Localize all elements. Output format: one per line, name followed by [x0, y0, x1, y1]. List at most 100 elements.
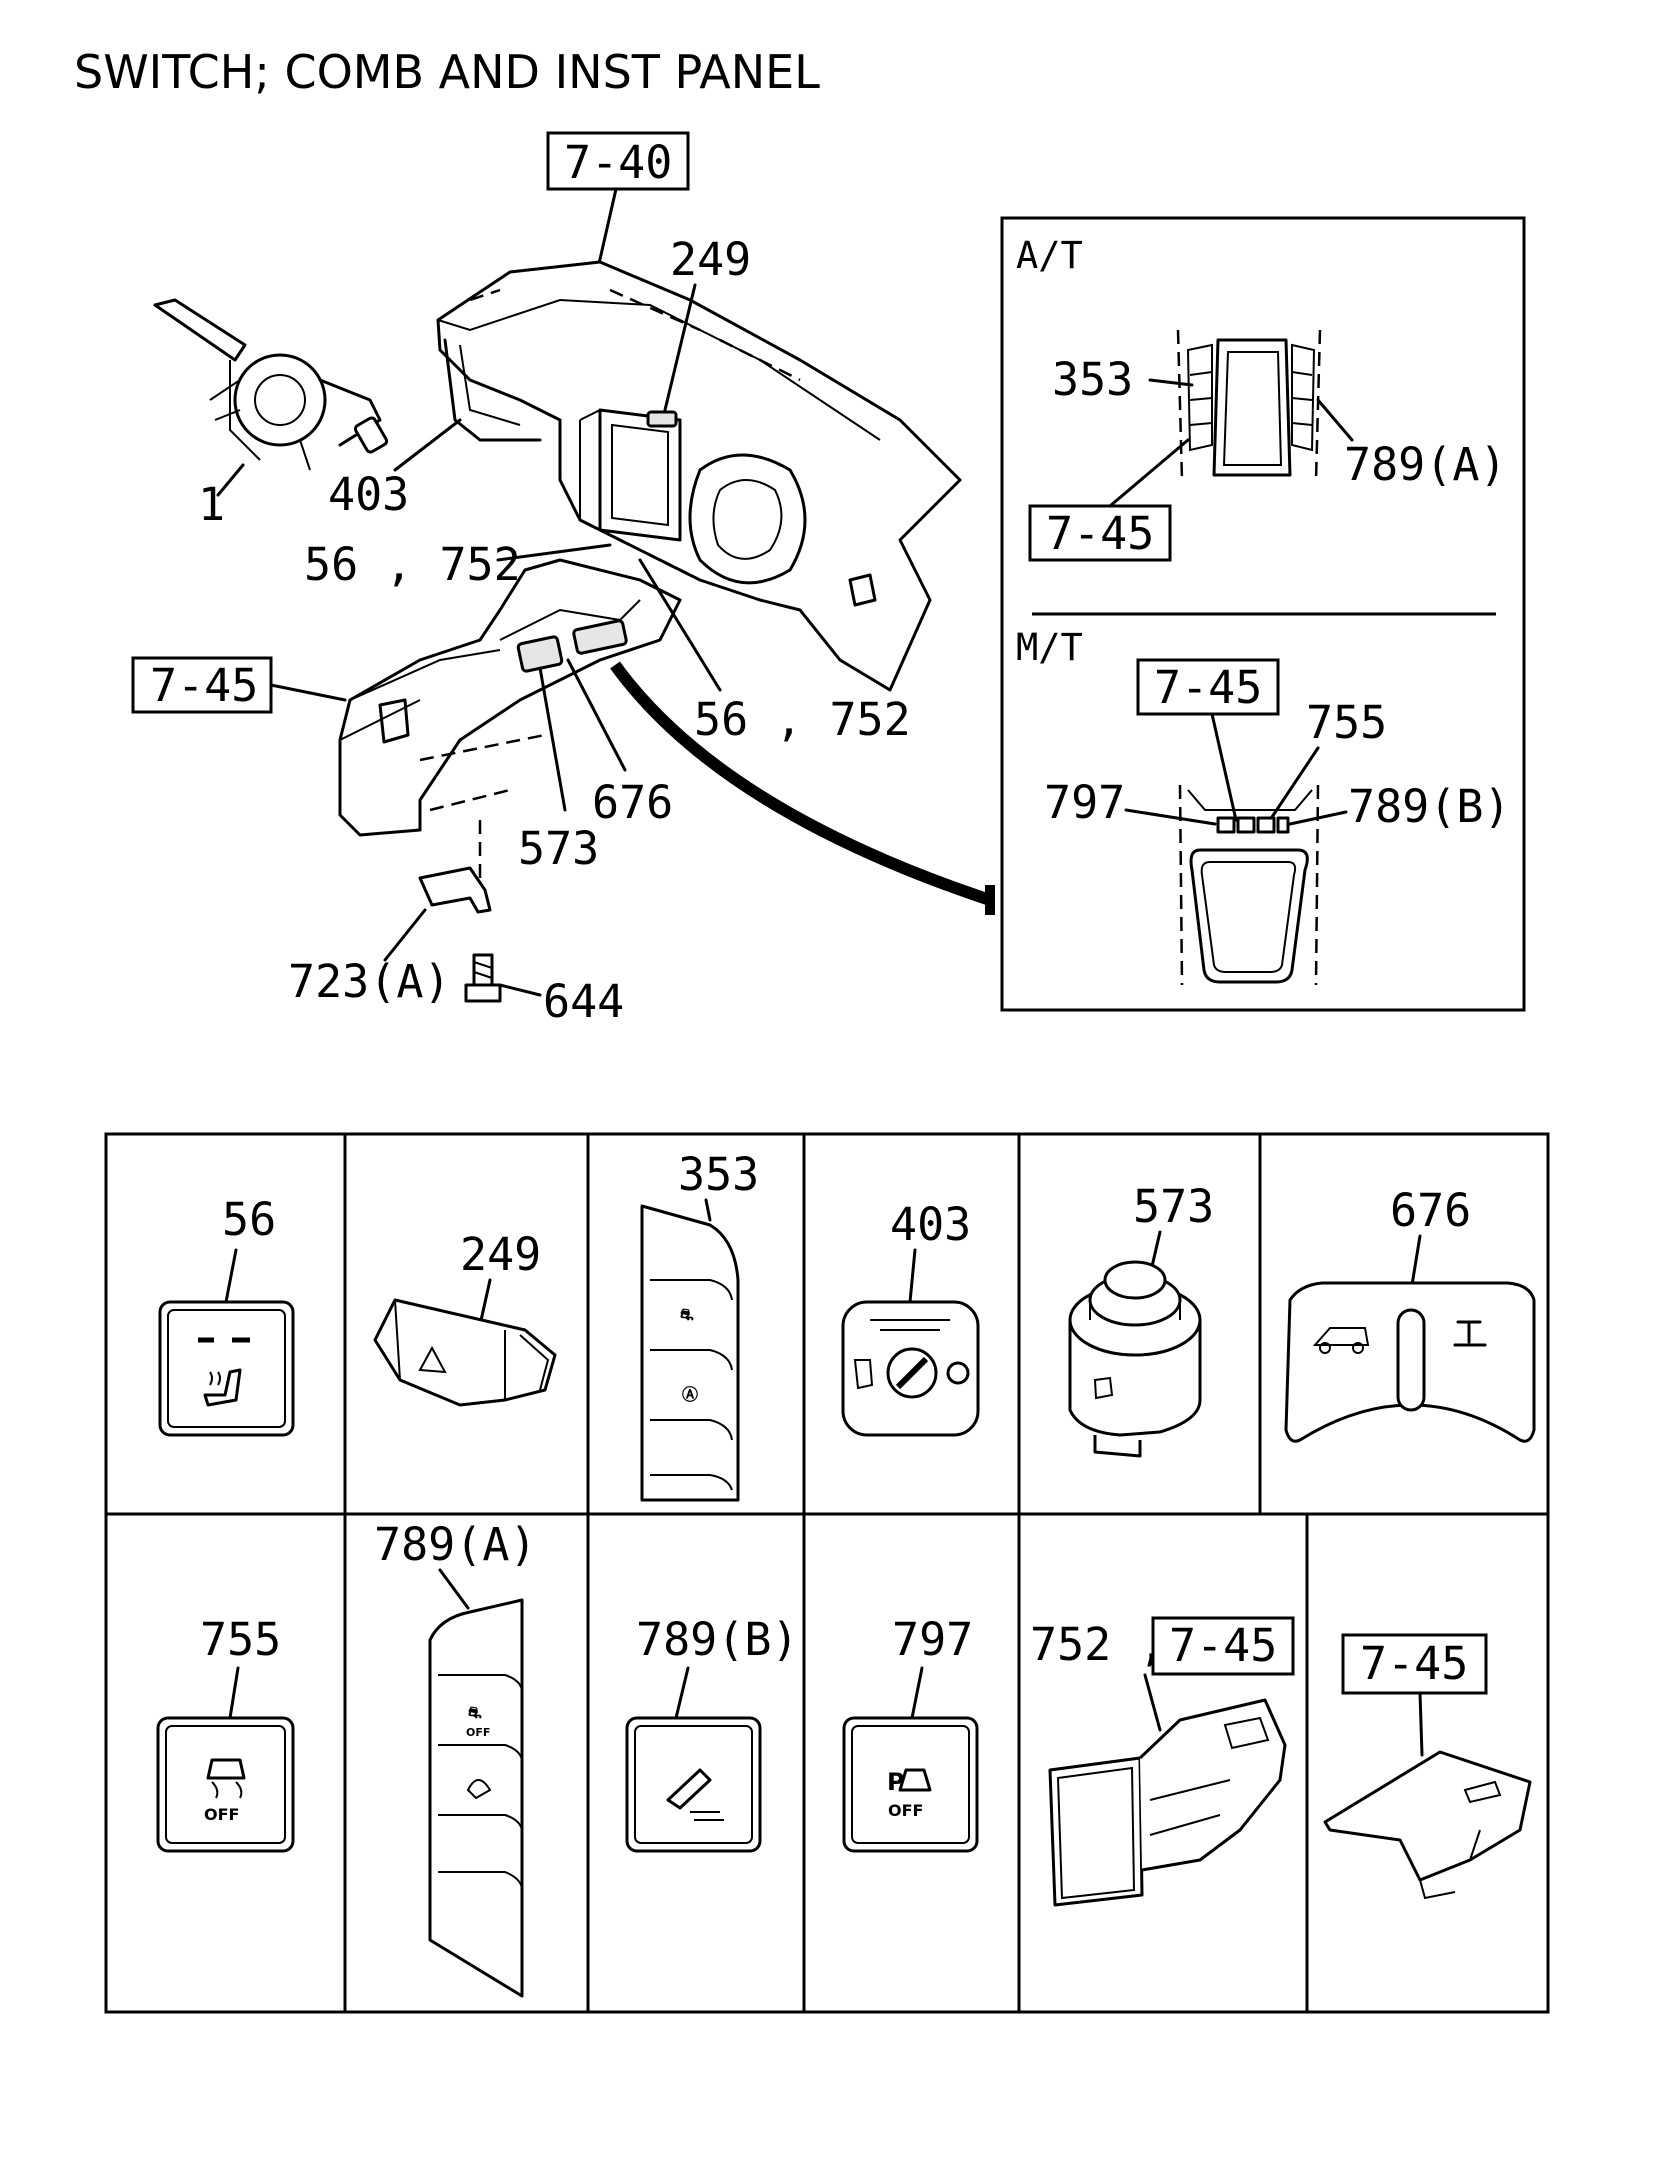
cell-label-403: 403 [890, 1198, 971, 1251]
cell-56: 56 [158, 1193, 295, 1437]
inset-pointer-end [985, 885, 995, 915]
leader-at-353 [1148, 378, 1194, 387]
leader-723a [383, 908, 427, 962]
callout-249: 249 [670, 233, 751, 286]
hazard-switch-icon [373, 1298, 557, 1407]
leader-at-789a [1316, 398, 1354, 442]
cell-789b: 789(B) [625, 1613, 799, 1853]
ref-box-7-45-overview [131, 656, 273, 714]
svg-text:Ⓐ: Ⓐ [682, 1385, 698, 1404]
cell-752: 752 , 7-45 [1030, 1616, 1295, 1907]
inset-pointer-arc [610, 661, 992, 906]
switch-panel-353-icon: ⛐ Ⓐ [640, 1204, 740, 1502]
ref-label-7-45-mt: 7-45 [1154, 661, 1262, 714]
instrument-panel-illustration [436, 260, 962, 692]
789a-off-text: OFF [466, 1726, 490, 1739]
svg-text:⛐: ⛐ [680, 1305, 694, 1324]
callout-644: 644 [543, 975, 624, 1028]
cell-label-797: 797 [892, 1613, 973, 1666]
cell-249: 249 [373, 1228, 557, 1407]
ref-box-7-45-at [1028, 504, 1172, 562]
callout-at-789a: 789(A) [1344, 438, 1507, 491]
leader-644 [498, 983, 542, 997]
4wd-switch-panel-icon [1284, 1281, 1536, 1443]
transmission-inset: A/T 353 789(A) 7-45 M/T 7-45 755 797 789… [1000, 216, 1526, 1012]
callout-mt-797: 797 [1044, 776, 1125, 829]
cell-label-676: 676 [1390, 1184, 1471, 1237]
hill-descent-switch-icon [625, 1716, 762, 1853]
callout-403: 403 [328, 468, 409, 521]
leader-1 [216, 463, 245, 497]
cell-755: 755 OFF [156, 1613, 295, 1853]
leader-7-45-overview [269, 683, 347, 702]
leader-676 [566, 658, 627, 772]
mt-console-illustration [1178, 784, 1320, 986]
cell-label-752: 752 , [1030, 1618, 1165, 1671]
inset-mt-heading: M/T [1016, 626, 1083, 669]
callout-56-752-upper: 56 , 752 [304, 538, 521, 591]
headlight-switch-icon [841, 1300, 980, 1437]
ref-label-7-45-overview: 7-45 [150, 659, 258, 712]
page-title: SWITCH; COMB AND INST PANEL [74, 45, 820, 99]
callout-676: 676 [592, 776, 673, 829]
797-off-text: OFF [888, 1801, 923, 1820]
cell-353: 353 ⛐ Ⓐ [640, 1148, 759, 1502]
ref-box-7-45-mt [1136, 658, 1280, 716]
leader-573 [538, 666, 567, 812]
console-panel-7-45-icon [1323, 1750, 1532, 1900]
switch-752-icon [1048, 1698, 1287, 1907]
callout-at-353: 353 [1052, 353, 1133, 406]
combination-switch-illustration [153, 298, 389, 471]
callout-mt-789b: 789(B) [1348, 780, 1511, 833]
overview-drawing: 7-40 [131, 131, 995, 1028]
cell-label-56: 56 [222, 1193, 276, 1246]
cell-7-45: 7-45 [1323, 1633, 1532, 1900]
parking-sensor-off-switch-icon: P OFF [842, 1716, 979, 1853]
leader-7-45-mt [1210, 712, 1238, 822]
ref-label-7-45-cell-752: 7-45 [1169, 1619, 1277, 1672]
cell-label-573: 573 [1133, 1180, 1214, 1233]
callout-56-752-lower: 56 , 752 [694, 693, 911, 746]
cell-label-249: 249 [460, 1228, 541, 1281]
ref-label-7-45-at: 7-45 [1046, 507, 1154, 560]
cell-label-353: 353 [678, 1148, 759, 1201]
cell-label-789a: 789(A) [374, 1518, 537, 1571]
ref-box-7-45-cell [1341, 1633, 1488, 1695]
leader-mt-797 [1124, 808, 1217, 826]
switch-panel-789a-icon: ⛐ OFF [428, 1598, 524, 1998]
ref-box-7-45-cell-752 [1151, 1616, 1295, 1676]
leader-7-40 [596, 187, 618, 270]
leader-7-45-at [1108, 438, 1190, 508]
callout-723a: 723(A) [288, 955, 451, 1008]
cell-676: 676 [1284, 1184, 1536, 1443]
cell-label-755: 755 [200, 1613, 281, 1666]
755-off-text: OFF [204, 1805, 239, 1824]
bracket-723a-illustration [418, 866, 492, 914]
cell-797: 797 P OFF [842, 1613, 979, 1853]
leader-56-752-lower [638, 558, 722, 692]
leader-249 [663, 283, 697, 412]
callout-mt-755: 755 [1306, 696, 1387, 749]
bolt-644-illustration [464, 953, 502, 1003]
ref-label-7-40: 7-40 [564, 136, 672, 189]
callout-573: 573 [518, 822, 599, 875]
traction-control-off-switch-icon: OFF [156, 1716, 295, 1853]
center-console-illustration [338, 558, 682, 880]
cell-label-789b: 789(B) [636, 1613, 799, 1666]
svg-text:⛐: ⛐ [468, 1703, 482, 1722]
cell-789a: 789(A) ⛐ OFF [374, 1518, 537, 1998]
seat-heater-switch-icon [158, 1300, 295, 1437]
at-console-illustration [1176, 329, 1322, 481]
ref-label-7-45-cell: 7-45 [1360, 1637, 1468, 1690]
leader-56-752-upper [496, 543, 612, 562]
callout-1: 1 [198, 478, 225, 531]
cell-573: 573 [1068, 1180, 1214, 1458]
leader-mt-755 [1268, 746, 1320, 822]
ref-box-7-40 [546, 131, 690, 191]
inset-at-heading: A/T [1016, 234, 1083, 277]
leader-403 [393, 418, 462, 472]
grid-frame [104, 1132, 1550, 2014]
cell-403: 403 [841, 1198, 980, 1437]
rotary-switch-573-icon [1068, 1260, 1202, 1458]
